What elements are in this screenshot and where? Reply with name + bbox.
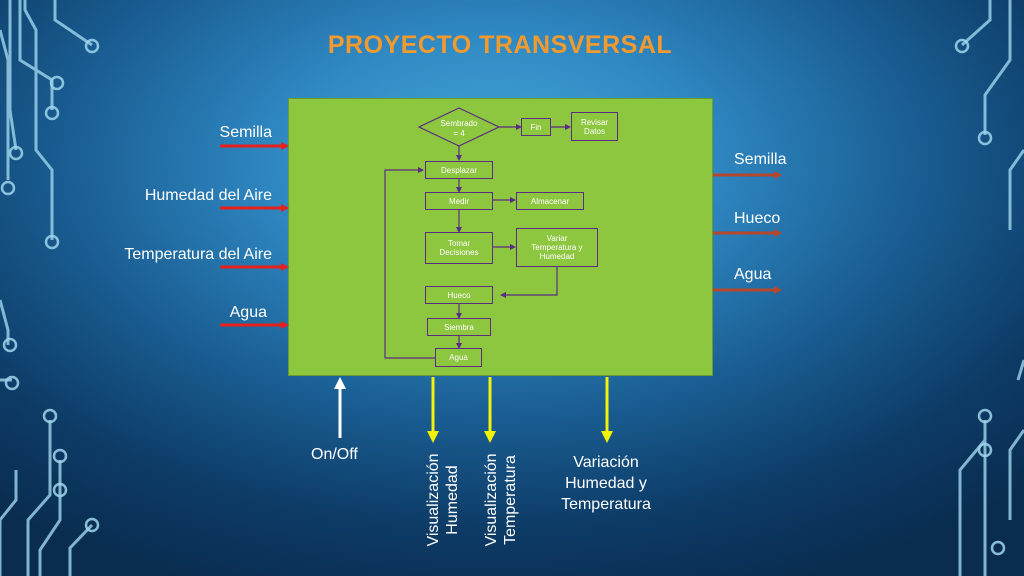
variacion-line3: Temperatura xyxy=(561,496,651,513)
vis-temp-line1: Visualización xyxy=(483,453,500,547)
node-medir: Medir xyxy=(425,192,493,210)
decision-diamond xyxy=(417,107,501,147)
decision-label-2: = 4 xyxy=(453,129,465,138)
output-label-hueco: Hueco xyxy=(734,210,781,227)
node-fin: Fin xyxy=(521,118,551,136)
input-label-agua: Agua xyxy=(229,304,267,321)
node-revisar: Revisar Datos xyxy=(571,112,618,141)
node-tomar-line1: Tomar xyxy=(447,239,471,248)
variacion-line1: Variación xyxy=(573,454,639,471)
decision-label-1: Sembrado xyxy=(441,119,478,128)
node-hueco: Hueco xyxy=(425,286,493,304)
node-agua: Agua xyxy=(435,348,482,367)
node-siembra: Siembra xyxy=(427,318,491,336)
vis-humedad-line1: Visualización xyxy=(425,453,442,547)
node-tomar-line2: Decisiones xyxy=(439,248,479,257)
node-variar-line3: Humedad xyxy=(539,252,575,261)
input-label-temperatura: Temperatura del Aire xyxy=(124,246,272,263)
onoff-label: On/Off xyxy=(311,446,358,463)
process-box xyxy=(288,98,713,376)
variacion-label: Variación Humedad y Temperatura xyxy=(545,452,667,515)
input-label-semilla: Semilla xyxy=(219,124,272,141)
node-revisar-line2: Datos xyxy=(584,126,605,136)
vis-temp-label: Visualización Temperatura xyxy=(482,440,522,560)
vis-humedad-line2: Humedad xyxy=(444,465,461,535)
variacion-line2: Humedad y xyxy=(565,475,647,492)
page-title: PROYECTO TRANSVERSAL xyxy=(327,31,673,59)
output-label-agua: Agua xyxy=(734,266,772,283)
node-variar-line2: Temperatura y xyxy=(531,243,583,252)
node-desplazar: Desplazar xyxy=(425,161,493,179)
node-variar-line1: Variar xyxy=(546,234,568,243)
node-tomar: Tomar Decisiones xyxy=(425,232,493,264)
node-revisar-line1: Revisar xyxy=(580,117,609,127)
input-label-humedad: Humedad del Aire xyxy=(144,187,272,204)
node-almacenar: Almacenar xyxy=(516,192,584,210)
vis-temp-line2: Temperatura xyxy=(502,455,519,545)
node-variar: Variar Temperatura y Humedad xyxy=(516,228,598,267)
vis-humedad-label: Visualización Humedad xyxy=(424,440,464,560)
output-label-semilla: Semilla xyxy=(734,151,787,168)
